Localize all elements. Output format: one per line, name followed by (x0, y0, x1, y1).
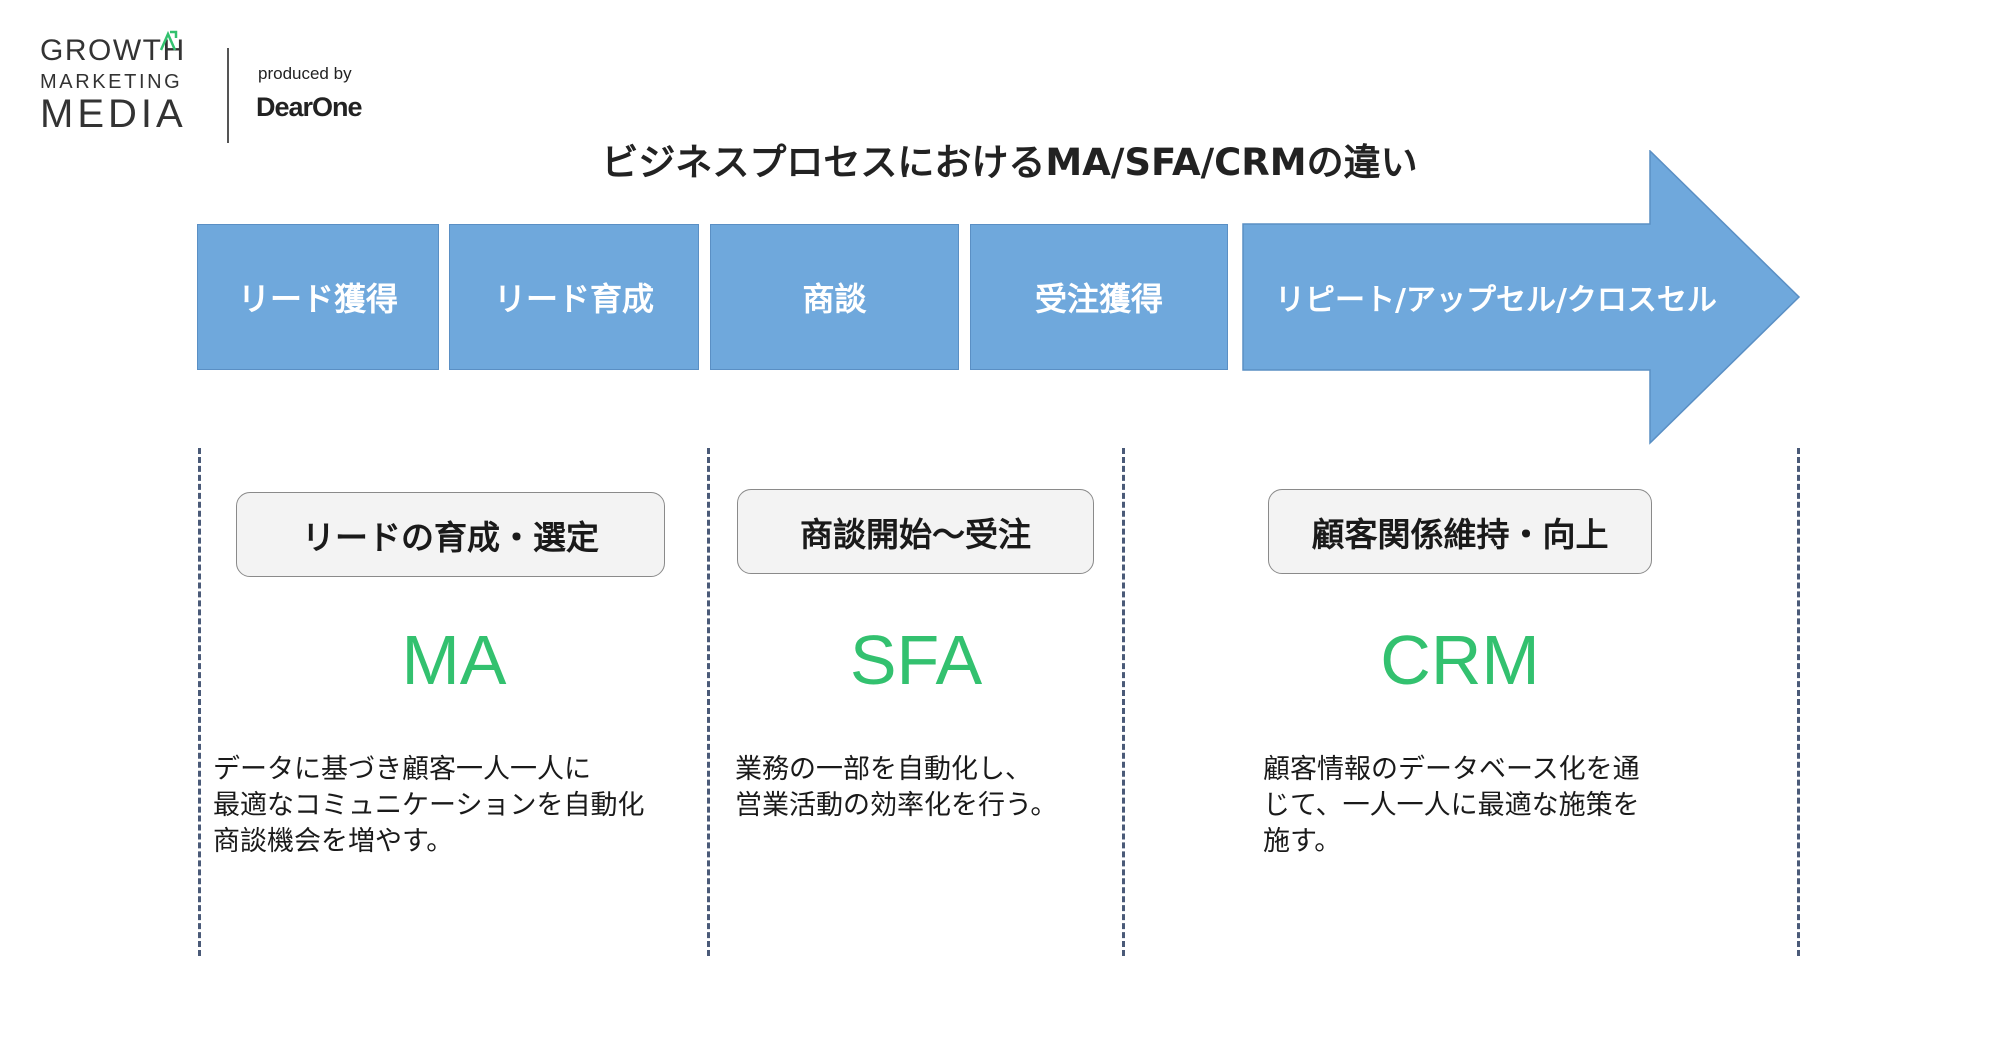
stage-repeat-upsell-crosssell: リピート/アップセル/クロスセル (1275, 224, 1745, 370)
stage-label: リード獲得 (237, 280, 398, 318)
description-line: 最適なコミュニケーションを自動化 (213, 790, 645, 821)
description-line: データに基づき顧客一人一人に (213, 754, 591, 785)
logo-media-text: MEDIA (40, 92, 187, 136)
category-box-crm: 顧客関係維持・向上 (1268, 489, 1652, 574)
column-separator (1797, 448, 1800, 956)
description-crm: 顧客情報のデータベース化を通 じて、一人一人に最適な施策を 施す。 (1263, 752, 1640, 860)
acronym-crm: CRM (1380, 621, 1540, 699)
logo-divider (227, 48, 229, 143)
dearone-logo-text: DearOne (256, 92, 363, 122)
stage-label: 受注獲得 (1034, 280, 1163, 318)
logo-marketing-text: MARKETING (40, 71, 183, 93)
stage-order-acquisition: 受注獲得 (970, 224, 1228, 370)
category-label: 商談開始～受注 (800, 514, 1031, 554)
stage-label: リピート/アップセル/クロスセル (1275, 283, 1717, 318)
description-line: 施す。 (1263, 826, 1342, 857)
description-line: 商談機会を増やす。 (213, 826, 454, 857)
category-box-sfa: 商談開始～受注 (737, 489, 1094, 574)
page-title: ビジネスプロセスにおけるMA/SFA/CRMの違い (601, 141, 1418, 184)
stage-label: リード育成 (493, 280, 654, 318)
logo-growth-text: GROWTH (40, 34, 186, 67)
description-sfa: 業務の一部を自動化し、 営業活動の効率化を行う。 (735, 752, 1057, 824)
stage-label: 商談 (802, 280, 867, 318)
column-separator (707, 448, 710, 956)
stage-lead-nurturing: リード育成 (449, 224, 699, 370)
stage-lead-acquisition: リード獲得 (197, 224, 439, 370)
acronym-ma: MA (401, 621, 507, 699)
category-label: リードの育成・選定 (302, 517, 599, 557)
stage-arrow-shape (1242, 150, 1801, 445)
description-ma: データに基づき顧客一人一人に 最適なコミュニケーションを自動化 商談機会を増やす… (213, 752, 644, 860)
category-label: 顧客関係維持・向上 (1311, 514, 1609, 554)
stage-negotiation: 商談 (710, 224, 959, 370)
column-separator (1122, 448, 1125, 956)
description-line: 顧客情報のデータベース化を通 (1263, 754, 1640, 785)
description-line: 営業活動の効率化を行う。 (735, 790, 1058, 821)
description-line: 業務の一部を自動化し、 (735, 754, 1032, 785)
category-box-ma: リードの育成・選定 (236, 492, 665, 577)
growth-marketing-media-logo: GROWTH MARKETING MEDIA (40, 30, 205, 136)
description-line: じて、一人一人に最適な施策を (1263, 790, 1640, 821)
produced-by-text: produced by (258, 64, 352, 83)
acronym-sfa: SFA (849, 621, 983, 699)
column-separator (198, 448, 201, 956)
growth-arrow-icon (159, 30, 178, 51)
logo: GROWTH MARKETING MEDIA produced by DearO… (40, 30, 400, 150)
